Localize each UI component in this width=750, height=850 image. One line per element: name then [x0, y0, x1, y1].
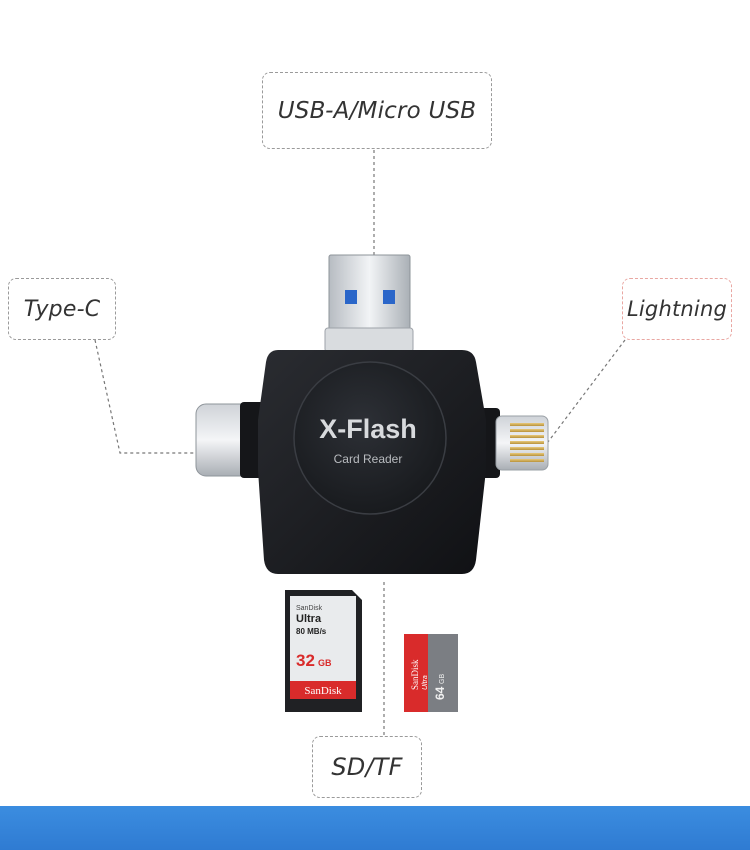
micro-unit-text: GB — [439, 674, 446, 684]
micro-maker-text: SanDisk — [410, 659, 420, 690]
sd-capacity-text: 32 — [296, 651, 315, 670]
micro-capacity-text: 64 — [433, 686, 447, 700]
device-brand-text: X-Flash — [319, 414, 417, 444]
micro-line-text: Ultra — [422, 675, 429, 690]
usb-a-micro-usb-label: USB-A/Micro USB — [262, 72, 492, 149]
typec-leader-line — [94, 339, 196, 454]
device-disc — [293, 361, 447, 515]
sd-speed-text: 80 MB/s — [296, 627, 327, 636]
type-c-label: Type-C — [8, 278, 116, 340]
bottom-blue-band — [0, 806, 750, 850]
usb-a-connector — [324, 254, 414, 353]
type-c-connector — [195, 402, 270, 478]
sd-brand-strip-text: SanDisk — [304, 685, 342, 697]
lightning-label: Lightning — [622, 278, 732, 340]
sd-unit-text: GB — [318, 658, 332, 668]
sd-line-text: Ultra — [296, 613, 322, 625]
sd-maker-text: SanDisk — [296, 605, 323, 612]
device-subtitle-text: Card Reader — [334, 452, 403, 466]
sd-tf-label: SD/TF — [312, 736, 422, 798]
